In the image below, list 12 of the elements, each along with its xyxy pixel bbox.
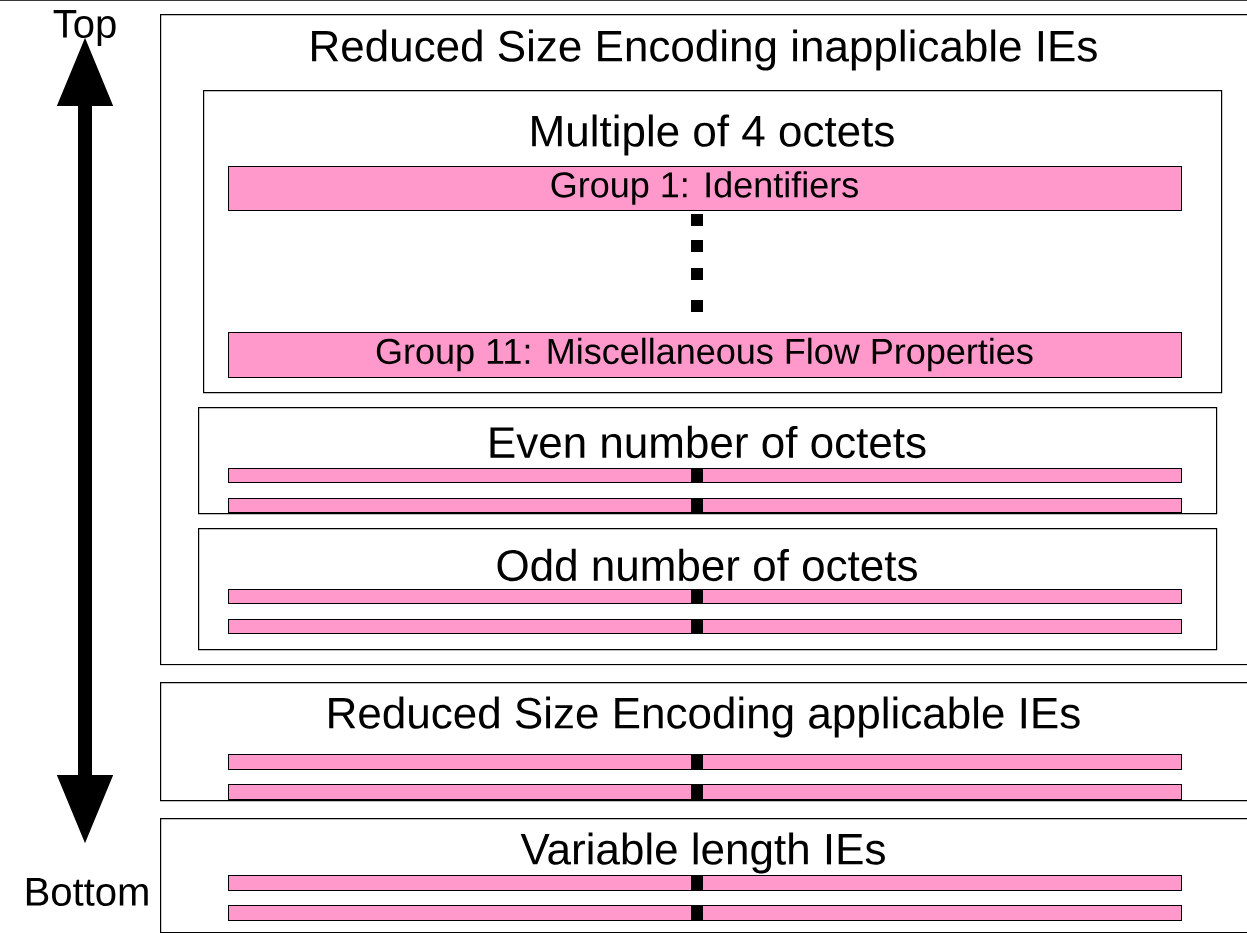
bar [228,589,1182,604]
bar [228,875,1182,891]
bar [228,619,1182,634]
bar [228,905,1182,921]
bar [228,468,1182,483]
labeled-bar: Group 11: Miscellaneous Flow Properties [228,332,1182,378]
axis-label: Bottom [26,878,148,906]
axis-label: Top [53,10,116,46]
labeled-bar: Group 1: Identifiers [228,166,1182,211]
bar [228,498,1182,513]
bar [228,784,1182,800]
bar [228,754,1182,770]
